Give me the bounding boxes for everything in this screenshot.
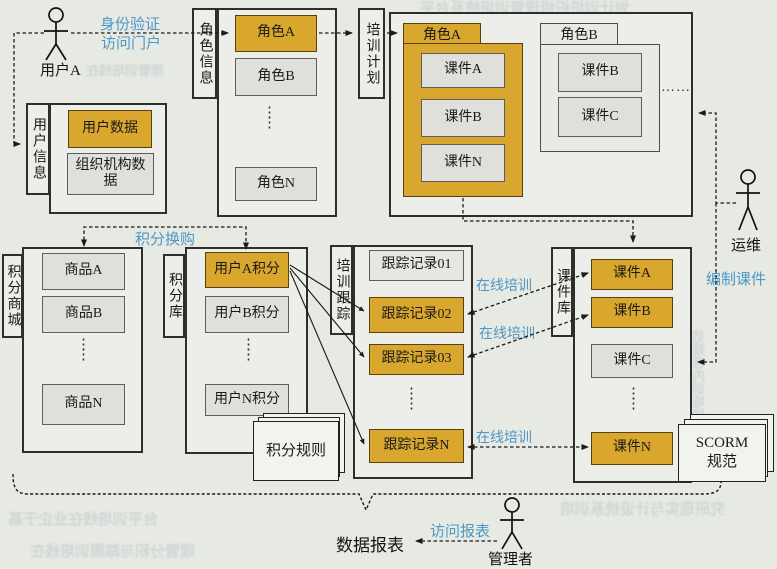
- folder-tab-role-b: 角色B: [540, 23, 618, 45]
- label-visit-report: 访问报表: [430, 524, 491, 540]
- label-data-report: 数据报表: [336, 536, 404, 555]
- ellipsis-track-records: ⋮ ⋮: [404, 386, 419, 412]
- label-online-training-2: 在线培训: [479, 327, 535, 342]
- group-tab-points-mall: 积分商城: [2, 254, 23, 338]
- label-identity-auth: 身份验证: [100, 17, 161, 33]
- actor-figure-manager: [500, 497, 524, 550]
- box-track-record-n: 跟踪记录N: [369, 429, 464, 463]
- label-online-training-3: 在线培训: [476, 431, 532, 446]
- group-tab-training-plan: 培训计划: [358, 8, 385, 99]
- box-track-record-02: 跟踪记录02: [369, 297, 464, 333]
- points-rules-doc: 积分规则: [253, 421, 339, 481]
- label-access-portal: 访问门户: [101, 36, 162, 52]
- box-folderB-courseware-c: 课件C: [558, 97, 642, 137]
- box-user-n-points: 用户N积分: [205, 384, 289, 416]
- box-folderB-courseware-b: 课件B: [558, 53, 642, 92]
- box-track-record-01: 跟踪记录01: [369, 250, 464, 281]
- ellipsis-products: ⋮ ⋮: [76, 337, 91, 363]
- group-tab-role-info: 角色信息: [192, 8, 217, 99]
- actor-figure-ops: [736, 169, 760, 231]
- ellipsis-courseware: ⋮ ⋮: [626, 386, 641, 412]
- label-points-exchange: 积分换购: [135, 232, 196, 248]
- bleed-through-text: 理管训培线在: [86, 63, 165, 78]
- box-user-b-points: 用户B积分: [205, 296, 289, 333]
- group-tab-user-info: 用户信息: [26, 103, 50, 195]
- bleed-through-text: 台平训培线在业企于基: [8, 512, 159, 528]
- group-tab-courseware-lib: 课件库: [551, 247, 573, 337]
- box-lib-courseware-n: 课件N: [591, 432, 673, 465]
- ellipsis-roles: ⋮ ⋮: [262, 105, 277, 131]
- box-track-record-03: 跟踪记录03: [369, 344, 464, 375]
- label-compile-courseware: 编制课件: [706, 272, 767, 288]
- bleed-through-text: 理管分积与踪跟训培线在: [30, 544, 196, 560]
- box-org-data: 组织机构数据: [67, 153, 154, 195]
- label-online-training-1: 在线培训: [476, 279, 532, 294]
- box-role-b: 角色B: [235, 58, 317, 96]
- box-role-a: 角色A: [235, 15, 317, 52]
- scorm-doc-line2: 规范: [706, 454, 737, 470]
- box-product-b: 商品B: [42, 296, 125, 333]
- box-lib-courseware-a: 课件A: [591, 259, 673, 290]
- box-folderA-courseware-b: 课件B: [421, 99, 505, 137]
- ellipsis-user-points: ⋮ ⋮: [241, 337, 256, 363]
- box-role-n: 角色N: [235, 167, 317, 201]
- scorm-doc-line1: SCORM: [695, 435, 749, 452]
- folder-tab-role-a: 角色A: [403, 23, 481, 44]
- actor-label-user-a: 用户A: [40, 63, 81, 79]
- scorm-doc: SCORM 规范: [678, 424, 766, 482]
- ellipsis-folders: ……: [661, 80, 691, 95]
- actor-figure-user-a: [44, 7, 68, 61]
- box-folderA-courseware-a: 课件A: [421, 53, 505, 88]
- bleed-through-text: 究研现实与计设统系训培: [560, 502, 726, 518]
- actor-label-ops: 运维: [731, 238, 762, 254]
- box-folderA-courseware-n: 课件N: [421, 144, 505, 182]
- box-product-n: 商品N: [42, 384, 125, 425]
- box-product-a: 商品A: [42, 253, 125, 290]
- box-lib-courseware-b: 课件B: [591, 297, 673, 328]
- box-lib-courseware-c: 课件C: [591, 344, 673, 378]
- group-tab-training-track: 培训跟踪: [330, 245, 353, 335]
- actor-label-manager: 管理者: [488, 552, 534, 568]
- edge-ops-to-role-frame: [698, 110, 736, 204]
- group-tab-points-bank: 积分库: [163, 254, 185, 338]
- box-user-a-points: 用户A积分: [205, 252, 289, 288]
- box-user-data: 用户数据: [68, 110, 152, 148]
